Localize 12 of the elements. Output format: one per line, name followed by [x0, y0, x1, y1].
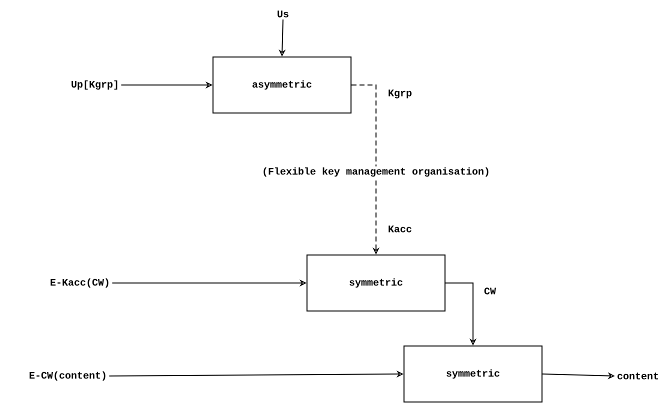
edge-label: CW	[483, 286, 497, 296]
input-label: E-CW(content)	[30, 371, 106, 381]
note-text: Kacc	[387, 224, 413, 234]
note-text: (Flexible key management organisation)	[260, 166, 492, 178]
input-label: E-Kacc(CW)	[50, 278, 108, 288]
input-label: Up[Kgrp]	[72, 80, 118, 90]
process-box: symmetric	[404, 346, 542, 402]
output-label: content	[618, 372, 658, 380]
edge-label: Kgrp	[387, 88, 413, 100]
process-box: asymmetric	[212, 56, 352, 114]
process-box: symmetric	[306, 254, 446, 312]
input-label: Us	[278, 10, 288, 18]
